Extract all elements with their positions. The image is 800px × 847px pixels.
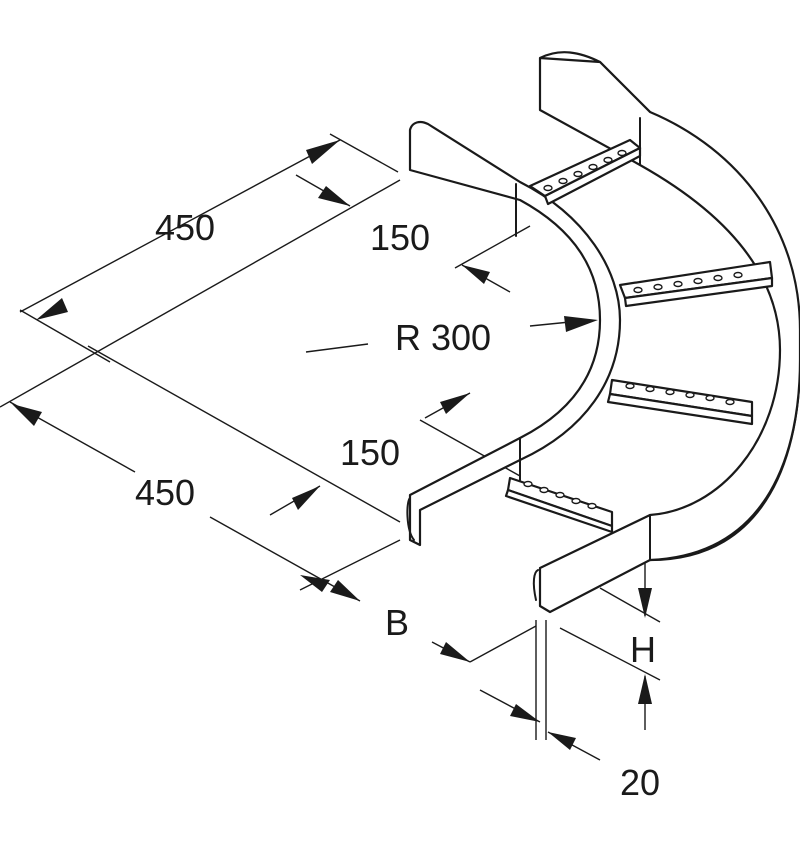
label-straight-top: 150 — [370, 217, 430, 258]
label-flange: 20 — [620, 762, 660, 803]
dimension-straight-top — [454, 225, 531, 293]
rung-2 — [618, 260, 774, 308]
rung-1 — [528, 138, 642, 206]
rung-3 — [606, 378, 754, 426]
dimension-length-bottom — [0, 179, 401, 602]
label-length-top: 450 — [155, 207, 215, 248]
cable-ladder-bend — [406, 51, 800, 614]
label-width: B — [385, 602, 409, 643]
rung-4 — [504, 476, 614, 534]
dimension-length-top — [19, 133, 399, 363]
dimension-radius — [305, 316, 598, 353]
label-straight-bottom: 150 — [340, 432, 400, 473]
label-length-bottom: 450 — [135, 472, 195, 513]
label-height: H — [630, 629, 656, 670]
dimension-flange — [535, 620, 601, 761]
dimension-height — [559, 560, 661, 730]
dimension-width — [431, 625, 541, 723]
label-radius: R 300 — [395, 317, 491, 358]
